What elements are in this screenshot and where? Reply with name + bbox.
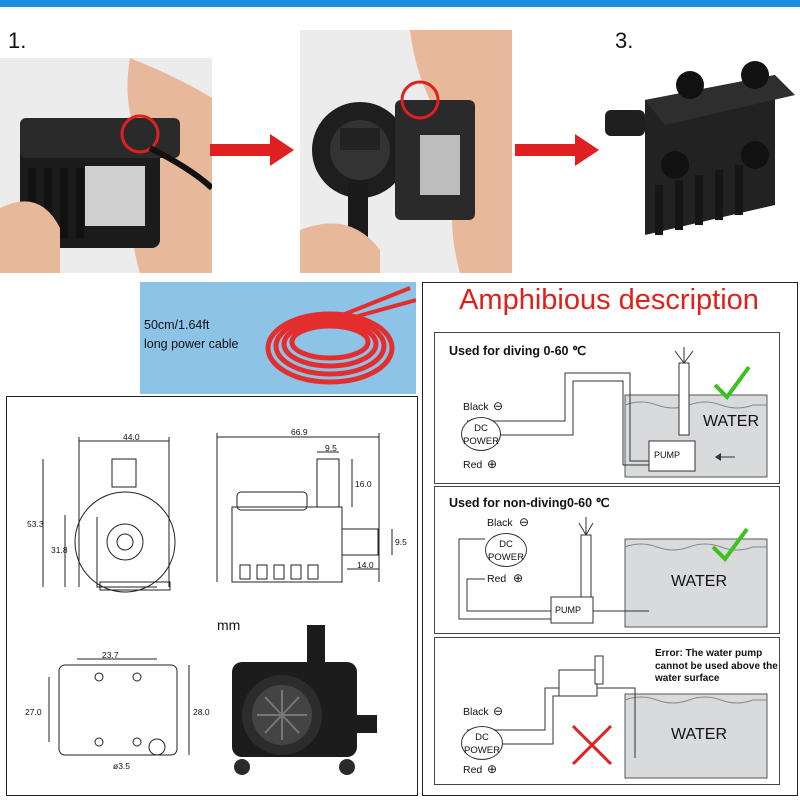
dim-side-outlet-height: 16.0 <box>355 479 372 489</box>
wire-red-label: Red <box>487 573 507 585</box>
error-text-line-3: water surface <box>655 673 720 684</box>
dim-front-width: 44.0 <box>123 432 140 442</box>
dim-front-height: 53.3 <box>27 519 44 529</box>
error-text-line-2: cannot be used above the <box>655 660 778 672</box>
minus-icon: ⊖ <box>493 399 504 413</box>
power-cable-panel: 50cm/1.64ft long power cable <box>140 282 416 394</box>
pump-label: PUMP <box>555 605 582 615</box>
minus-icon: ⊖ <box>493 704 504 718</box>
step-2-photo <box>300 30 512 273</box>
arrow-right-icon <box>515 134 599 166</box>
step-3-number: 3. <box>615 28 634 53</box>
section-diving: Used for diving 0-60 ℃ Black ⊖ DC POWER … <box>434 332 780 484</box>
water-label: WATER <box>671 726 727 743</box>
section-non-diving: Used for non-diving0-60 ℃ Black ⊖ DC POW… <box>434 486 780 634</box>
dc-power-source: DC POWER <box>485 533 527 567</box>
dc-label: DC <box>499 539 513 550</box>
power-label: POWER <box>463 436 499 447</box>
dim-bottom-spacing: 23.7 <box>102 650 119 660</box>
minus-icon: ⊖ <box>519 515 530 529</box>
wire-black-label: Black <box>487 517 513 529</box>
plus-icon: ⊕ <box>487 457 498 471</box>
dimension-drawings <box>42 433 393 775</box>
top-accent-bar <box>0 0 800 7</box>
plus-icon: ⊕ <box>513 571 524 585</box>
cable-length-text: 50cm/1.64ft <box>144 318 210 332</box>
step-1-number: 1. <box>8 28 27 53</box>
dc-label: DC <box>474 423 488 434</box>
dim-bottom-right: 28.0 <box>193 707 210 717</box>
plus-icon: ⊕ <box>487 762 498 776</box>
wire-black-label: Black <box>463 401 489 413</box>
wire-black-label: Black <box>463 706 489 718</box>
section-diving-title: Used for diving 0-60 ℃ <box>449 344 586 358</box>
dimensions-panel: 44.0 53.3 31.8 66.9 9.5 16.0 9.5 14.0 mm… <box>6 396 418 796</box>
water-label: WATER <box>703 413 759 430</box>
dim-bottom-hole: ø3.5 <box>113 761 131 771</box>
amphibious-title: Amphibious description <box>459 284 759 316</box>
power-label: POWER <box>488 552 524 563</box>
pump-label: PUMP <box>654 450 681 460</box>
wire-red-label: Red <box>463 459 483 471</box>
dc-power-source: DC POWER <box>461 417 501 451</box>
unit-label: mm <box>217 617 241 633</box>
dc-label: DC <box>475 732 489 743</box>
dim-bottom-left: 27.0 <box>25 707 42 717</box>
step-1-photo <box>0 58 212 273</box>
section-error: Error: The water pump cannot be used abo… <box>434 637 780 785</box>
dim-side-length: 66.9 <box>291 427 308 437</box>
dim-side-inlet: 9.5 <box>395 537 407 547</box>
arrow-right-icon <box>210 134 294 166</box>
power-label: POWER <box>464 745 500 756</box>
section-non-diving-title: Used for non-diving0-60 ℃ <box>449 496 610 510</box>
dim-side-inlet-length: 14.0 <box>357 560 374 570</box>
step-3-photo <box>605 55 800 275</box>
water-label: WATER <box>671 573 727 590</box>
red-cable-image <box>265 286 416 385</box>
error-text-line-1: Error: The water pump <box>655 648 763 659</box>
dc-power-source: DC POWER <box>461 726 503 760</box>
cable-description-text: long power cable <box>144 337 239 351</box>
dim-side-outlet: 9.5 <box>325 443 337 453</box>
wire-red-label: Red <box>463 764 483 776</box>
pump-3d-illustration <box>232 625 377 775</box>
dim-front-center: 31.8 <box>51 545 68 555</box>
